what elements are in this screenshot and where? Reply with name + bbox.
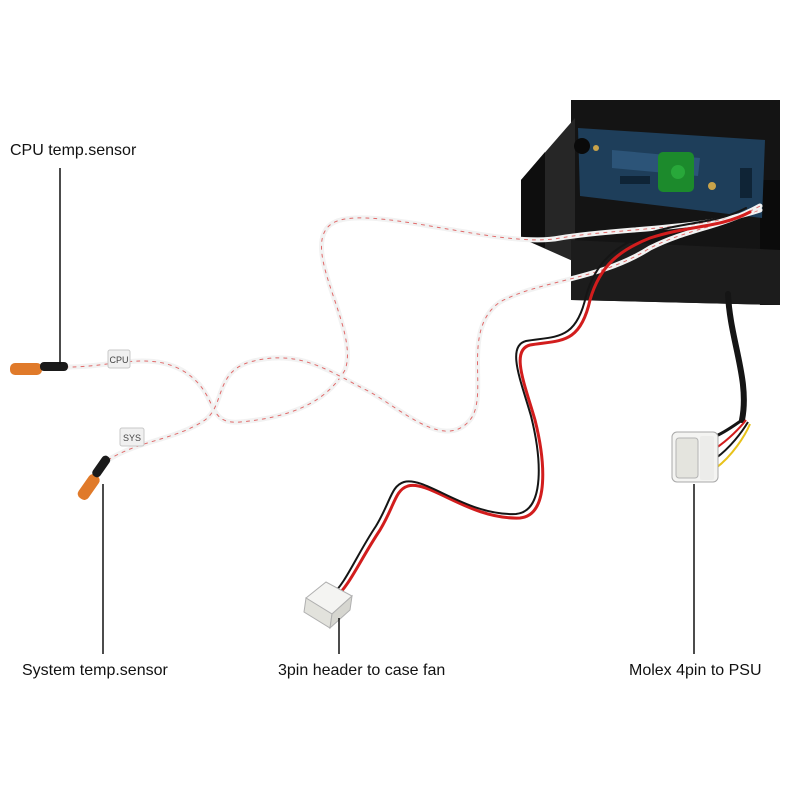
molex-cable [671,291,751,483]
system-cable-tag [119,427,145,447]
sensor-cables: CPU SYS [62,203,763,463]
fan-header-label: 3pin header to case fan [278,662,446,679]
system-tag-text: SYS [123,433,141,443]
system-sensor-probe [77,455,111,500]
fan-cable [303,207,752,630]
cpu-sensor-probe [10,362,68,375]
cpu-temp-sensor-label: CPU temp.sensor [10,142,137,159]
cpu-cable-tag [107,349,131,369]
system-temp-sensor-label: System temp.sensor [22,662,168,679]
molex-connector [671,431,719,483]
molex-label: Molex 4pin to PSU [629,662,762,679]
circuit-board [574,128,765,218]
temperature-probes [10,362,111,500]
fan-controller-panel [521,100,780,305]
leader-lines [59,168,695,654]
cpu-tag-text: CPU [109,355,128,365]
fan-header-connector [303,581,353,630]
